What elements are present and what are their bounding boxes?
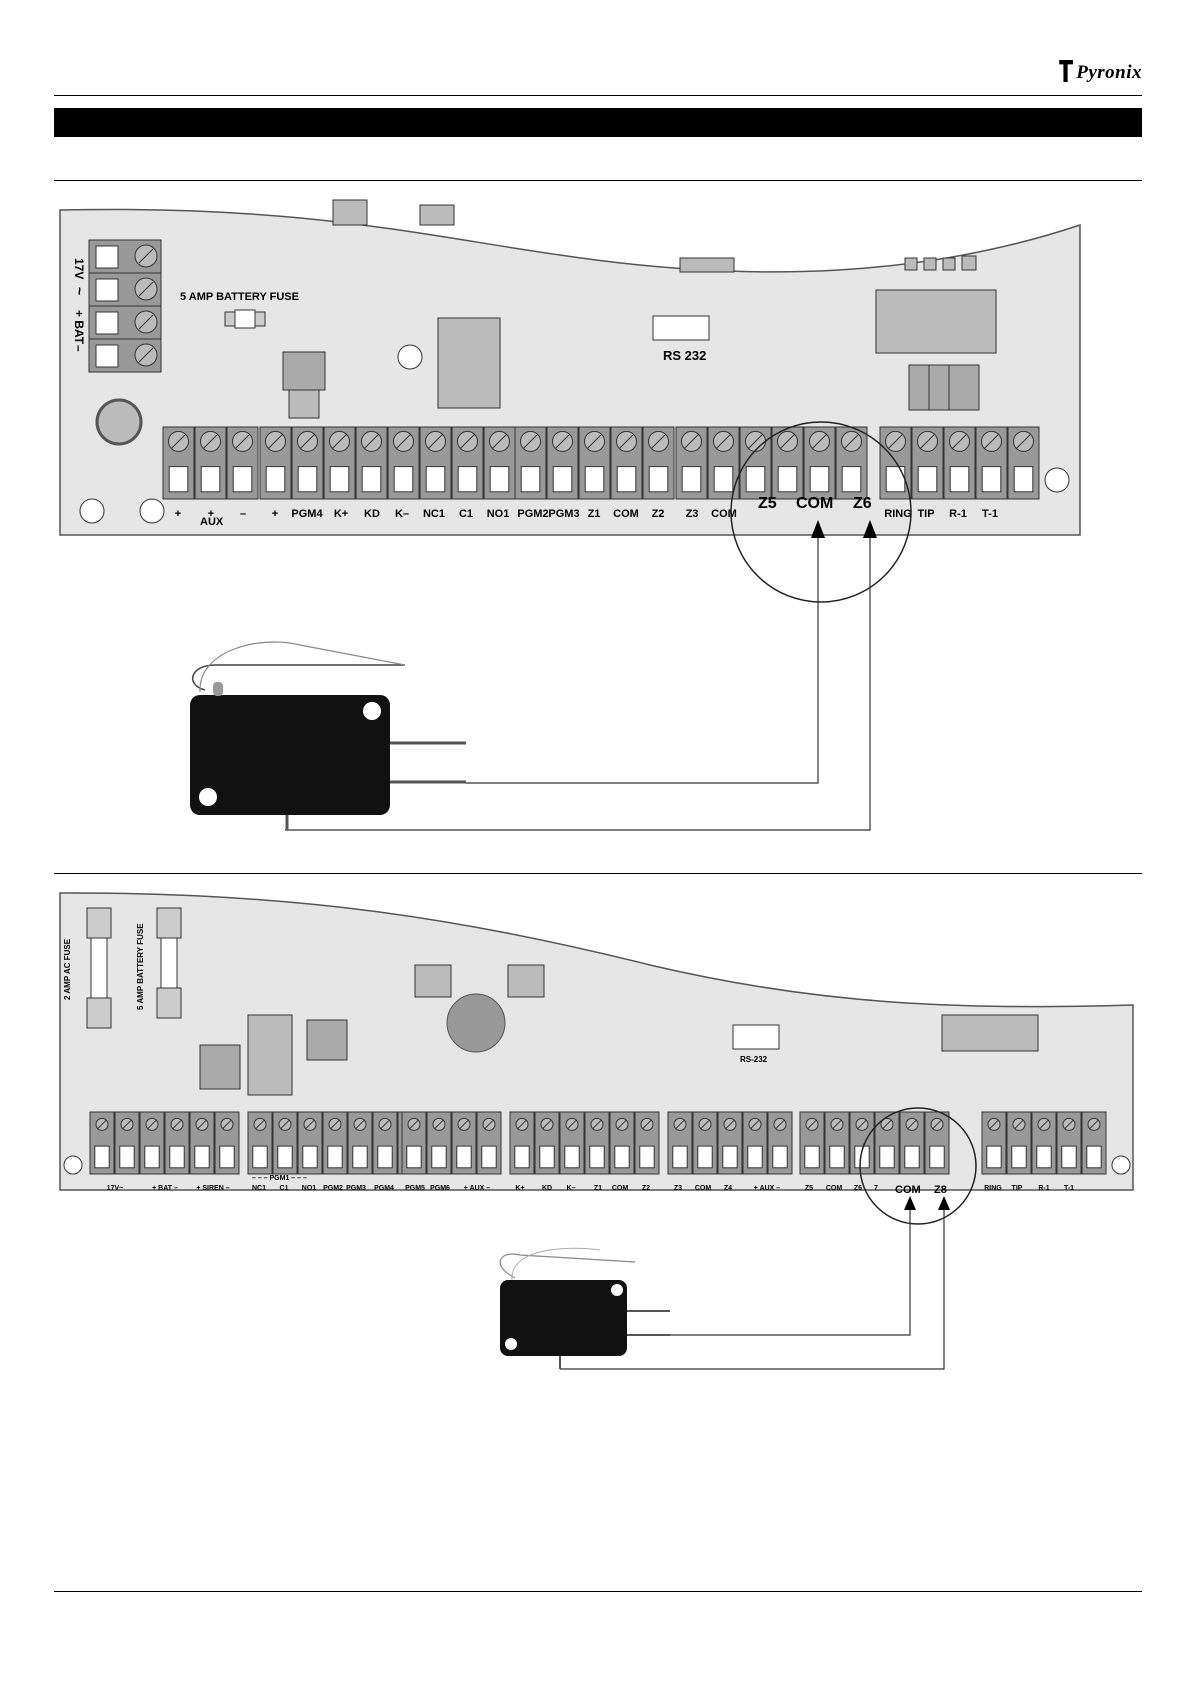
terminal-label: NO1 — [487, 508, 510, 520]
control-panel-board-2 — [59, 892, 1134, 1370]
terminal-label: C1 — [459, 508, 473, 520]
diagram1-labels: 17V ~ + BAT – 5 AMP BATTERY FUSE RS 232 … — [72, 258, 998, 528]
aux-label: AUX — [200, 516, 224, 528]
control-panel-board-1 — [59, 199, 1081, 831]
terminal-label: KD — [364, 508, 380, 520]
ac-fuse-label: 2 AMP AC FUSE — [63, 938, 72, 1000]
terminal-label: 7 — [874, 1185, 878, 1192]
terminal-label: TIP — [1012, 1185, 1023, 1192]
header-rule — [54, 95, 1142, 96]
diagram2-labels: 2 AMP AC FUSE 5 AMP BATTERY FUSE RS-232 … — [63, 923, 1074, 1196]
terminal-label: + — [175, 508, 181, 520]
label-tilde: ~ — [72, 287, 88, 295]
terminal-label: NO1 — [302, 1185, 317, 1192]
terminal-label: + BAT – — [152, 1185, 178, 1192]
terminal-label: + — [208, 508, 214, 520]
terminal-label: PGM3 — [548, 508, 579, 520]
terminal-label: K+ — [515, 1185, 524, 1192]
terminal-label: Z2 — [642, 1185, 650, 1192]
zoom-label-z5: Z5 — [758, 495, 777, 512]
terminal-label: COM — [613, 508, 639, 520]
terminal-label: K– — [395, 508, 409, 520]
terminal-label: NC1 — [423, 508, 445, 520]
rs232-label: RS 232 — [663, 348, 706, 363]
terminal-label: NC1 — [252, 1185, 266, 1192]
terminal-label: – — [240, 508, 246, 520]
terminal-label: Z3 — [674, 1185, 682, 1192]
pyronix-logo: Pyronix — [1059, 60, 1142, 84]
terminal-label: + — [272, 508, 278, 520]
logo-text: Pyronix — [1076, 62, 1142, 83]
terminal-label: PGM4 — [291, 508, 323, 520]
terminal-label: + AUX – — [754, 1185, 780, 1192]
terminal-label: COM — [826, 1185, 843, 1192]
terminal-label: Z1 — [594, 1185, 602, 1192]
zoom-circle-2 — [859, 1107, 977, 1225]
label-bat: + BAT — [72, 310, 86, 345]
terminal-label: PGM6 — [430, 1185, 450, 1192]
terminal-label: Z3 — [686, 508, 699, 520]
terminal-label: PGM3 — [346, 1185, 366, 1192]
terminal-label: + SIREN – — [196, 1185, 229, 1192]
micro-switch-1 — [190, 641, 466, 830]
footer-rule — [54, 1591, 1142, 1592]
zoom-label-com-2: COM — [895, 1184, 921, 1196]
zoom-label-com: COM — [796, 495, 833, 512]
terminal-label: COM — [612, 1185, 629, 1192]
terminal-label: K– — [567, 1185, 576, 1192]
terminal-label: C1 — [280, 1185, 289, 1192]
terminal-label: Z6 — [854, 1185, 862, 1192]
terminal-label: T-1 — [1064, 1185, 1074, 1192]
terminal-label: TIP — [917, 508, 934, 520]
terminal-label: PGM2 — [517, 508, 548, 520]
terminal-label: R-1 — [1038, 1185, 1049, 1192]
zoom-label-z8: Z8 — [934, 1184, 947, 1196]
terminal-label: Z5 — [805, 1185, 813, 1192]
bottom-terminal-strip-2 — [89, 1111, 1107, 1175]
micro-switch-2 — [499, 1247, 670, 1369]
battery-fuse-label: 5 AMP BATTERY FUSE — [180, 291, 299, 303]
terminal-label: K+ — [334, 508, 348, 520]
zoom-label-z6: Z6 — [853, 495, 872, 512]
terminal-label: T-1 — [982, 508, 998, 520]
label-minus: – — [72, 345, 86, 352]
terminal-label: + AUX – — [464, 1185, 490, 1192]
terminal-label: RING — [984, 1185, 1002, 1192]
terminal-label: Z4 — [724, 1185, 732, 1192]
terminal-label: Z2 — [652, 508, 665, 520]
section-rule — [54, 180, 1142, 181]
left-terminal-block — [88, 239, 162, 373]
terminal-label: RING — [884, 508, 912, 520]
rs232-label-2: RS-232 — [740, 1055, 768, 1064]
zoom-circle-1 — [730, 421, 912, 603]
bottom-terminal-strip-1 — [162, 426, 1040, 500]
terminal-label: COM — [695, 1185, 712, 1192]
divider-rule — [54, 873, 1142, 874]
terminal-label: COM — [711, 508, 737, 520]
pgm1-label: – – – PGM1 – – – — [252, 1175, 307, 1182]
terminal-label: Z1 — [588, 508, 601, 520]
terminal-label: 17V~ — [107, 1185, 124, 1192]
terminal-label: PGM4 — [374, 1185, 394, 1192]
terminal-label: PGM2 — [323, 1185, 343, 1192]
battery-fuse-label-2: 5 AMP BATTERY FUSE — [136, 923, 145, 1010]
terminal-label: PGM5 — [405, 1185, 425, 1192]
label-17v: 17V — [72, 258, 86, 279]
terminal-label: KD — [542, 1185, 552, 1192]
section-title-bar — [54, 108, 1142, 137]
terminal-label: R-1 — [949, 508, 967, 520]
